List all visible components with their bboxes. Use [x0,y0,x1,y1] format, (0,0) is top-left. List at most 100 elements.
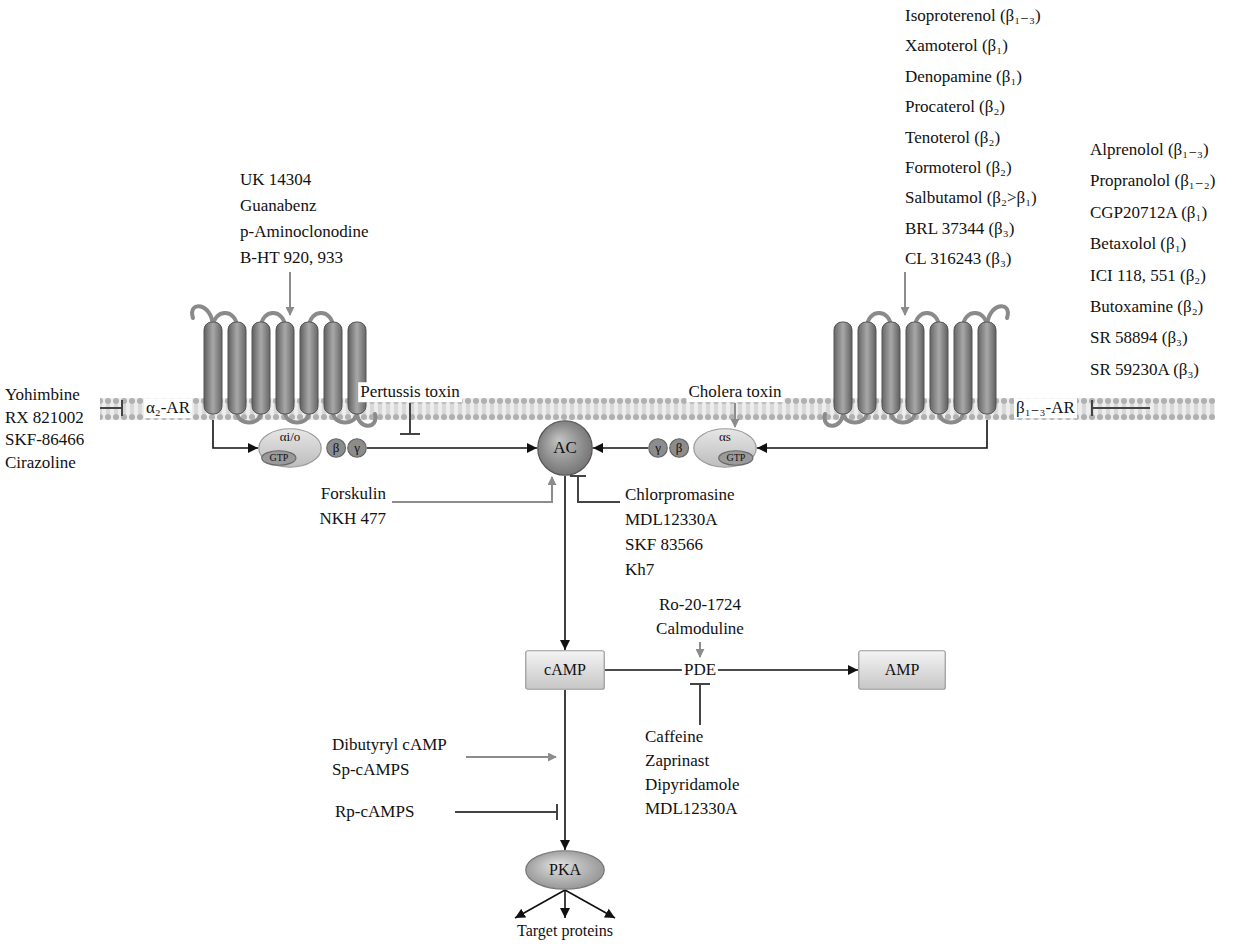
drug-label: Chlorpromasine [623,485,737,505]
alpha2-receptor: α₂-AR [200,316,372,420]
transmembrane-helix [954,322,972,414]
drug-label: Forskulin [319,484,388,504]
inhibition-bar [400,403,420,434]
gtp-oval-outline [262,451,296,466]
g-alpha-subunit: αsGTP [693,428,757,468]
inhibition-bar [570,476,620,502]
node-label: αs [719,430,731,445]
adenylyl-cyclase: AC [537,420,593,476]
gtp-oval: GTP [261,450,297,466]
drug-label: BRL 37344 (β₃) [903,219,1016,239]
signal-arrow [605,669,858,671]
activation-arrow [392,477,552,502]
beta-receptor: β₁₋₃-AR [828,316,1000,420]
drug-label: Rp-cAMPS [333,802,416,822]
drug-label: Kh7 [623,560,656,580]
g-gamma-subunit-outline [348,439,367,458]
receptor-label: α₂-AR [144,398,192,418]
drug-label: p-Aminoclonodine [238,222,370,242]
receptor-label: β₁₋₃-AR [1014,398,1077,418]
activation-arrow [699,642,701,657]
kinase-ellipse-outline [526,851,605,890]
drug-label: CL 316243 (β₃) [903,249,1014,269]
gtp-oval: GTP [718,450,754,466]
transmembrane-helix [930,322,948,414]
transmembrane-helix [204,322,222,414]
drug-label: Xamoterol (β₁) [903,37,1010,57]
drug-label: SR 58894 (β₃) [1088,329,1190,349]
drug-label: RX 821002 [3,408,86,428]
drug-label: Isoproterenol (β₁₋₃) [903,6,1043,26]
signal-arrow [564,476,566,650]
alpha2-receptor-figure [200,316,372,420]
drug-label: Denopamine (β₁) [903,67,1024,87]
metabolite-box-outline [526,651,605,690]
drug-label: Caffeine [643,727,705,747]
metabolite-box-outline [859,651,946,690]
drug-label: SKF-86466 [3,430,86,450]
transmembrane-helix [300,322,318,414]
signal-arrow [593,447,648,449]
drug-label: SR 59230A (β₃) [1088,360,1201,380]
drug-label: Betaxolol (β₁) [1088,234,1188,254]
transmembrane-helix [882,322,900,414]
g-alpha-subunit-outline [259,429,322,468]
gtp-oval-outline [719,451,753,466]
drug-label: Procaterol (β₂) [903,97,1007,117]
g-beta-subunit: β [669,438,689,458]
transmembrane-helix [858,322,876,414]
drug-label: Butoxamine (β₂) [1088,297,1205,317]
drug-label: Cholera toxin [686,382,783,402]
kinase-ellipse: PKA [525,850,605,890]
node-label: AC [553,438,577,458]
receptor-figure [825,306,1008,426]
signal-arrow [565,890,615,918]
node-label: γ [655,441,661,456]
inhibition-bar [455,804,557,820]
receptor-figure [192,306,375,426]
drug-label: CGP20712A (β₁) [1088,203,1209,223]
node-label: αi/o [280,430,301,445]
drug-label: Sp-cAMPS [330,760,411,780]
drug-label: Cirazoline [3,453,78,473]
beta-receptor-figure [828,316,1000,420]
agonist-arrow [904,272,906,315]
g-gamma-subunit: γ [347,438,367,458]
drug-label: Formoterol (β₂) [903,158,1014,178]
signal-arrow [367,447,537,449]
node-label: Target proteins [517,922,613,940]
transmembrane-helix [978,322,996,414]
drug-label: SKF 83566 [623,535,705,555]
node-label: GTP [270,452,289,464]
transmembrane-helix [324,322,342,414]
adenylyl-cyclase-outline [538,421,593,476]
inhibition-bar [100,400,122,416]
transmembrane-helix [228,322,246,414]
node-label: GTP [727,452,746,464]
drug-label: Pertussis toxin [358,382,462,402]
node-label: PKA [549,861,581,879]
drug-label: UK 14304 [238,170,313,190]
metabolite-box: cAMP [525,650,605,690]
g-gamma-subunit-outline [649,439,668,458]
node-label: β [333,441,340,456]
g-beta-subunit-outline [670,439,689,458]
drug-label: Guanabenz [238,196,318,216]
receptor-label-holder: β₁₋₃-AR [1014,398,1077,418]
drug-label: Zaprinast [643,751,711,771]
g-beta-subunit: β [326,438,346,458]
metabolite-box: AMP [858,650,946,690]
signal-arrow [564,890,566,918]
drug-label: Tenoterol (β₂) [903,128,1002,148]
inhibition-bar [690,684,710,725]
drug-label: MDL12330A [643,799,740,819]
drug-label: MDL12330A [623,510,720,530]
drug-label: Dibutyryl cAMP [330,735,449,755]
transmembrane-helix [906,322,924,414]
activation-arrow [734,403,736,427]
